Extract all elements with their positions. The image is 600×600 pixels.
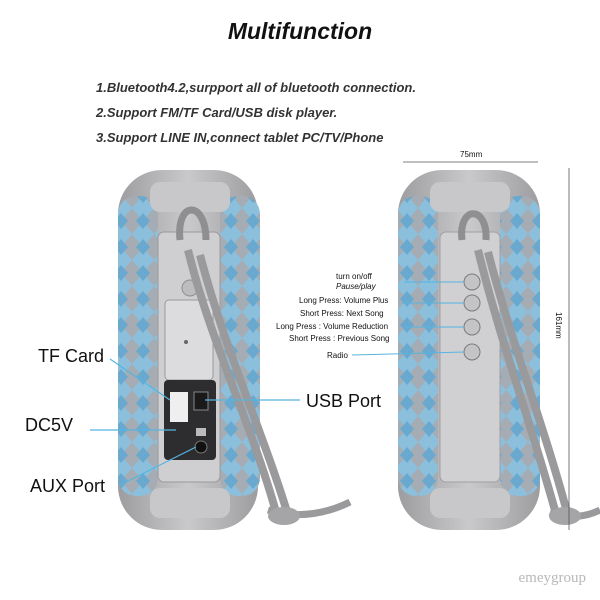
dc5v-label: DC5V — [25, 415, 74, 435]
feature-item: 1.Bluetooth4.2,surpport all of bluetooth… — [96, 80, 416, 95]
feature-item: 3.Support LINE IN,connect tablet PC/TV/P… — [96, 130, 384, 145]
radio-leader-line — [351, 351, 465, 356]
speaker-back — [398, 170, 600, 530]
speaker-front-open — [118, 170, 352, 530]
pause-play-label: Pause/play — [336, 282, 376, 291]
height-dimension-label: 161mm — [554, 312, 563, 339]
page-title: Multifunction — [227, 18, 373, 44]
turn-on-off-label: turn on/off — [336, 272, 372, 281]
aux-port-leader-line — [119, 446, 197, 486]
tf-card-leader-line — [109, 358, 171, 401]
feature-list: 1.Bluetooth4.2,surpport all of bluetooth… — [96, 80, 416, 155]
tf-card-label: TF Card — [38, 346, 105, 366]
width-dimension-label: 75mm — [460, 150, 483, 159]
feature-item: 2.Support FM/TF Card/USB disk player. — [96, 105, 338, 120]
radio-label: Radio — [327, 351, 348, 360]
usb-port-label: USB Port — [306, 391, 382, 411]
short-press-previous-song-label: Short Press : Previous Song — [289, 334, 390, 343]
watermark: emeygroup — [518, 570, 586, 586]
short-press-next-song-label: Short Press: Next Song — [300, 309, 384, 318]
aux-port-label: AUX Port — [30, 476, 106, 496]
long-press-volume-reduction-label: Long Press : Volume Reduction — [276, 322, 389, 331]
long-press-volume-plus-label: Long Press: Volume Plus — [299, 296, 389, 305]
